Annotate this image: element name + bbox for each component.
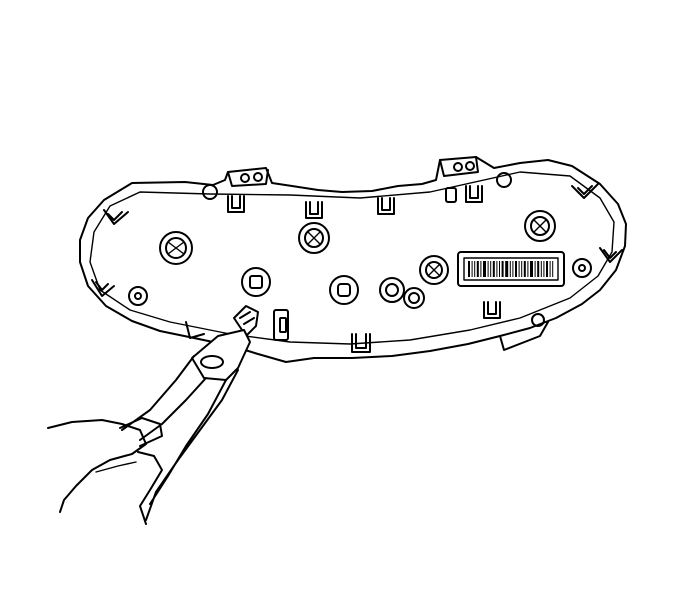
barcode-bar	[540, 261, 542, 277]
screw-hole	[578, 264, 586, 272]
mount-tab-top-left	[227, 169, 269, 187]
screw-hole	[531, 313, 545, 327]
barcode-bar	[552, 261, 554, 277]
barcode-bar	[492, 261, 495, 277]
hand-palm-crease	[95, 461, 137, 473]
mount-hole	[253, 172, 263, 182]
bulb-socket	[379, 277, 405, 303]
barcode-bar	[483, 261, 486, 277]
retaining-clip	[185, 321, 205, 339]
bulb-socket	[159, 231, 193, 265]
screw-hole	[496, 172, 512, 188]
barcode-bar	[512, 261, 514, 277]
barcode-bar	[474, 261, 476, 277]
barcode-bar	[496, 261, 498, 277]
retaining-clip	[103, 209, 129, 225]
pliers-handle-lower	[145, 369, 239, 521]
pliers-pivot-body	[191, 329, 251, 381]
barcode-bar	[499, 261, 500, 277]
barcode-bar	[546, 261, 548, 277]
barcode-bar	[518, 261, 520, 277]
hand-thumb	[137, 451, 163, 525]
barcode-bar	[534, 261, 536, 277]
barcode-bar	[515, 261, 517, 277]
barcode-bars	[468, 261, 554, 277]
mount-tab-top-right	[439, 156, 479, 177]
mount-hole	[465, 161, 475, 171]
barcode-bar	[549, 261, 551, 277]
cluster-housing-outline	[79, 156, 627, 363]
housing-slot	[279, 317, 287, 333]
barcode-bar	[521, 261, 523, 277]
bulb-socket	[419, 255, 449, 285]
retaining-clip	[483, 301, 501, 319]
barcode-bar	[537, 261, 540, 277]
bulb-socket	[329, 275, 359, 305]
retaining-clip	[571, 183, 599, 199]
pliers-jaw-tip	[239, 311, 255, 325]
bulb-socket	[524, 210, 556, 242]
retaining-clip	[351, 333, 371, 353]
housing-slot	[445, 187, 457, 203]
retaining-clip	[305, 201, 323, 219]
barcode-bar	[471, 261, 473, 277]
barcode-bar	[480, 261, 482, 277]
housing-slot	[273, 309, 289, 341]
hand	[47, 417, 163, 525]
barcode-bar	[505, 261, 509, 277]
barcode-bar	[509, 261, 511, 277]
bulb-socket	[241, 267, 271, 297]
retaining-clip	[91, 279, 115, 297]
hand-finger	[119, 417, 163, 447]
pliers	[121, 305, 259, 521]
barcode-bar	[487, 261, 489, 277]
barcode-bar	[530, 261, 533, 277]
barcode-label	[457, 251, 565, 287]
barcode-bar	[523, 261, 526, 277]
screw-hole	[572, 258, 592, 278]
screw-hole	[134, 292, 142, 300]
mount-hole	[240, 173, 250, 183]
barcode-bar	[501, 261, 504, 277]
barcode-bar	[490, 261, 492, 277]
retaining-clip	[227, 195, 245, 213]
pliers-pivot-screw	[200, 355, 224, 369]
barcode-bar	[527, 261, 529, 277]
barcode-bar	[468, 261, 470, 277]
cluster-inner-rim	[89, 171, 615, 345]
retaining-clip	[377, 197, 395, 215]
barcode-bar	[476, 261, 479, 277]
bulb-socket	[403, 287, 425, 309]
hand-outline	[47, 419, 147, 513]
retaining-clip	[599, 247, 623, 263]
retaining-clip	[465, 185, 483, 203]
bulb-socket	[298, 222, 330, 254]
mount-tab-lower-right	[499, 321, 549, 351]
barcode-bar	[543, 261, 545, 277]
instrument-cluster	[79, 156, 627, 363]
screw-hole	[128, 286, 148, 306]
screw-hole	[202, 184, 218, 200]
mount-hole	[453, 162, 463, 172]
